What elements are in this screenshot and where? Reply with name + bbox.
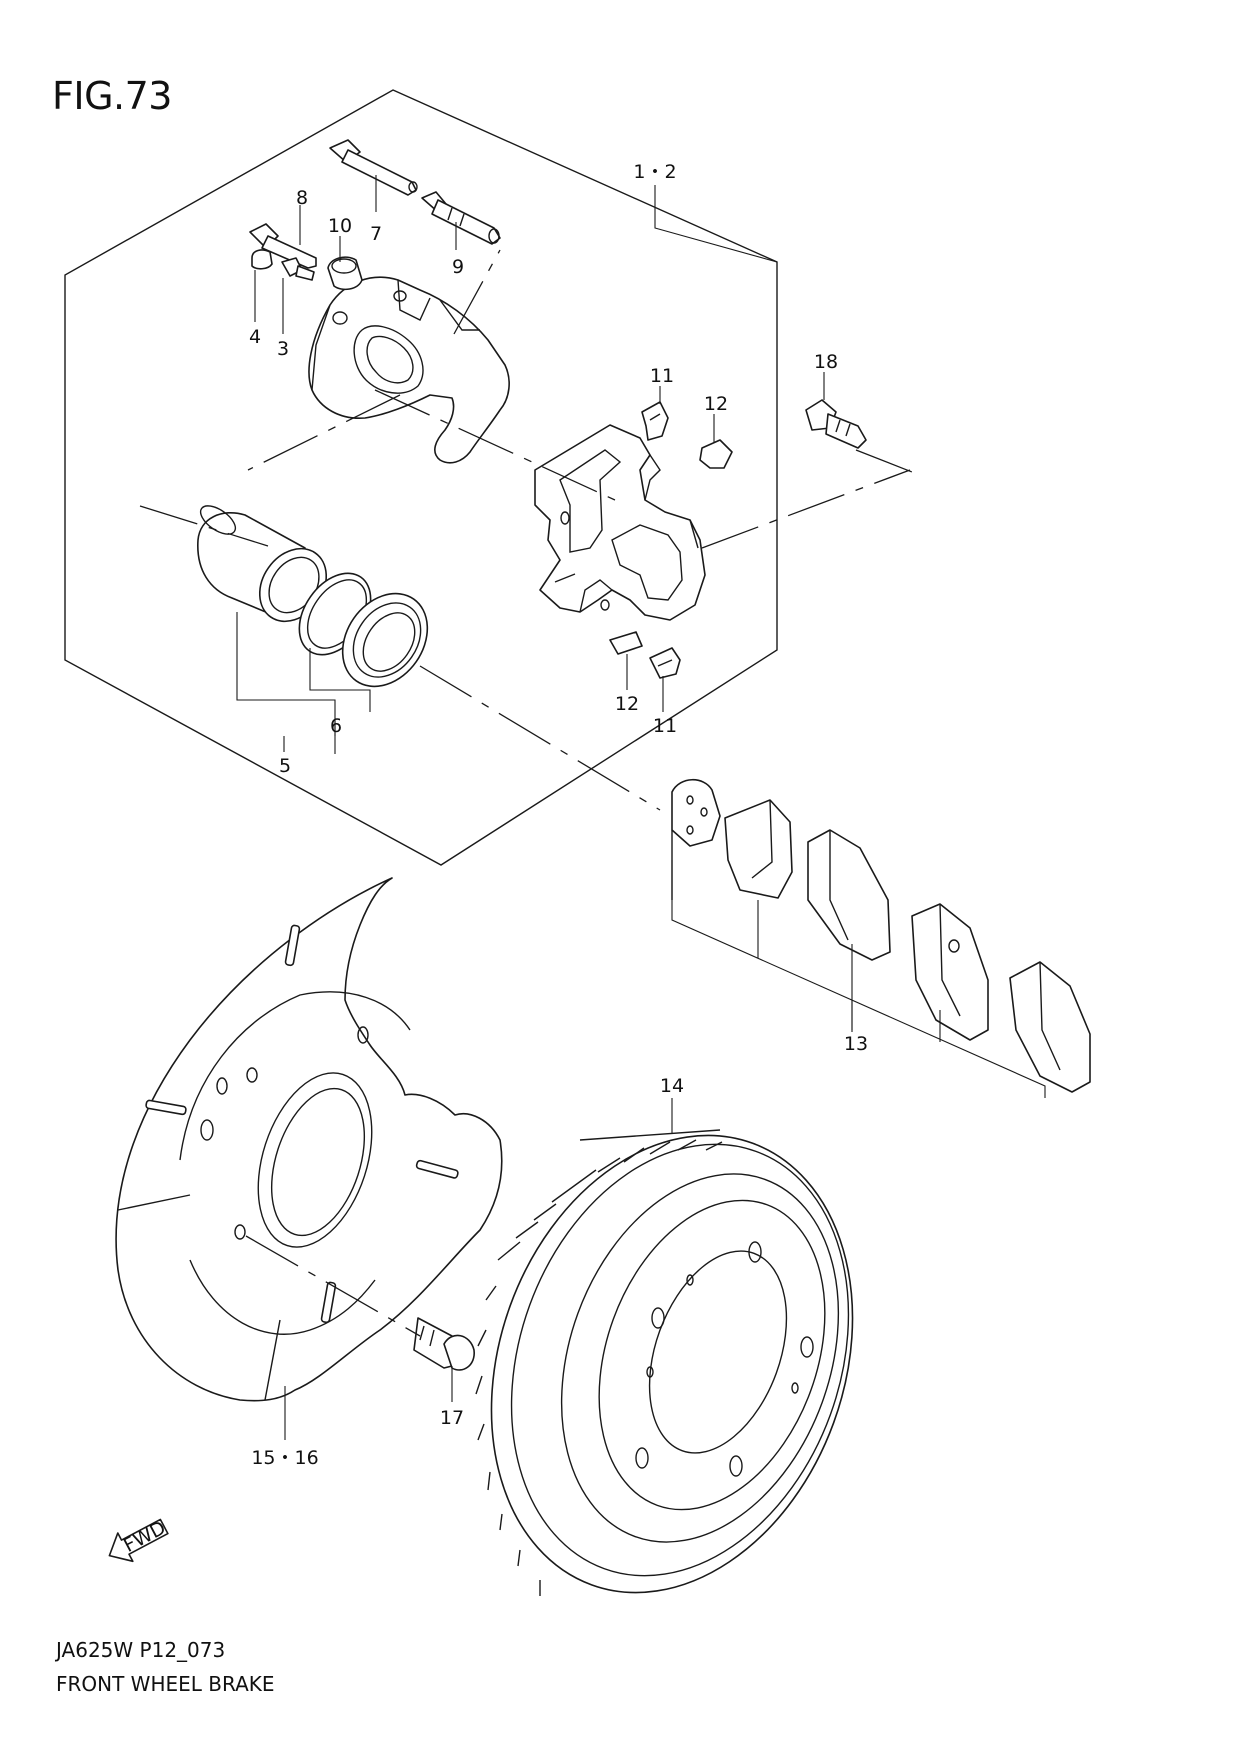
callout-17: 17: [440, 1407, 464, 1429]
callout-8: 8: [296, 187, 308, 209]
callout-7: 7: [370, 223, 382, 245]
brake-dust-cover: [115, 877, 503, 1402]
figure-title: FIG.73: [52, 74, 172, 118]
callout-1-2: 1・2: [633, 161, 676, 183]
callout-10: 10: [328, 215, 352, 237]
brake-disc: [475, 1129, 854, 1596]
callout-6: 6: [330, 715, 342, 737]
figure-name: FRONT WHEEL BRAKE: [56, 1672, 275, 1696]
callout-3: 3: [277, 338, 289, 360]
callout-5: 5: [279, 755, 291, 777]
callout-11-lower: 11: [653, 715, 677, 737]
bleeder-cap: [251, 249, 273, 270]
guide-bush: [327, 256, 363, 291]
pad-clip-upper: [641, 401, 669, 441]
callout-leader-lines: [236, 175, 1046, 1440]
dust-boot: [341, 592, 429, 688]
callout-11-upper: 11: [650, 365, 674, 387]
bracket-bolt: [805, 399, 867, 449]
forward-direction-arrow: FWD: [108, 1517, 169, 1563]
figure-code: JA625W P12_073: [56, 1638, 226, 1662]
callout-12-lower: 12: [615, 693, 639, 715]
caliper-bolt: [249, 223, 317, 269]
bleeder-plug: [281, 257, 315, 281]
dust-cover-bolt: [413, 1317, 475, 1371]
caliper-assembly-frame: [64, 89, 778, 866]
callout-9: 9: [452, 256, 464, 278]
callout-18: 18: [814, 351, 838, 373]
brake-pad-set: [671, 778, 1091, 1093]
pad-clip-lower: [649, 647, 681, 679]
fwd-label: FWD: [120, 1517, 169, 1557]
caliper-bracket: [534, 424, 706, 621]
guide-pin-bolt: [421, 191, 501, 245]
callout-13: 13: [844, 1033, 868, 1055]
pad-shim-upper: [699, 439, 733, 469]
assembly-center-lines: [139, 249, 913, 1337]
callout-15-16: 15・16: [251, 1447, 318, 1469]
callout-12-upper: 12: [704, 393, 728, 415]
callout-14: 14: [660, 1075, 684, 1097]
guide-pin: [329, 139, 418, 196]
callout-4: 4: [249, 326, 261, 348]
caliper-body: [308, 276, 510, 464]
callout-numbers: 1・2 7 8 9 10 4 3 11 12 18 12 11 6 5 13 1…: [249, 161, 868, 1469]
pad-shim-lower: [609, 631, 643, 655]
